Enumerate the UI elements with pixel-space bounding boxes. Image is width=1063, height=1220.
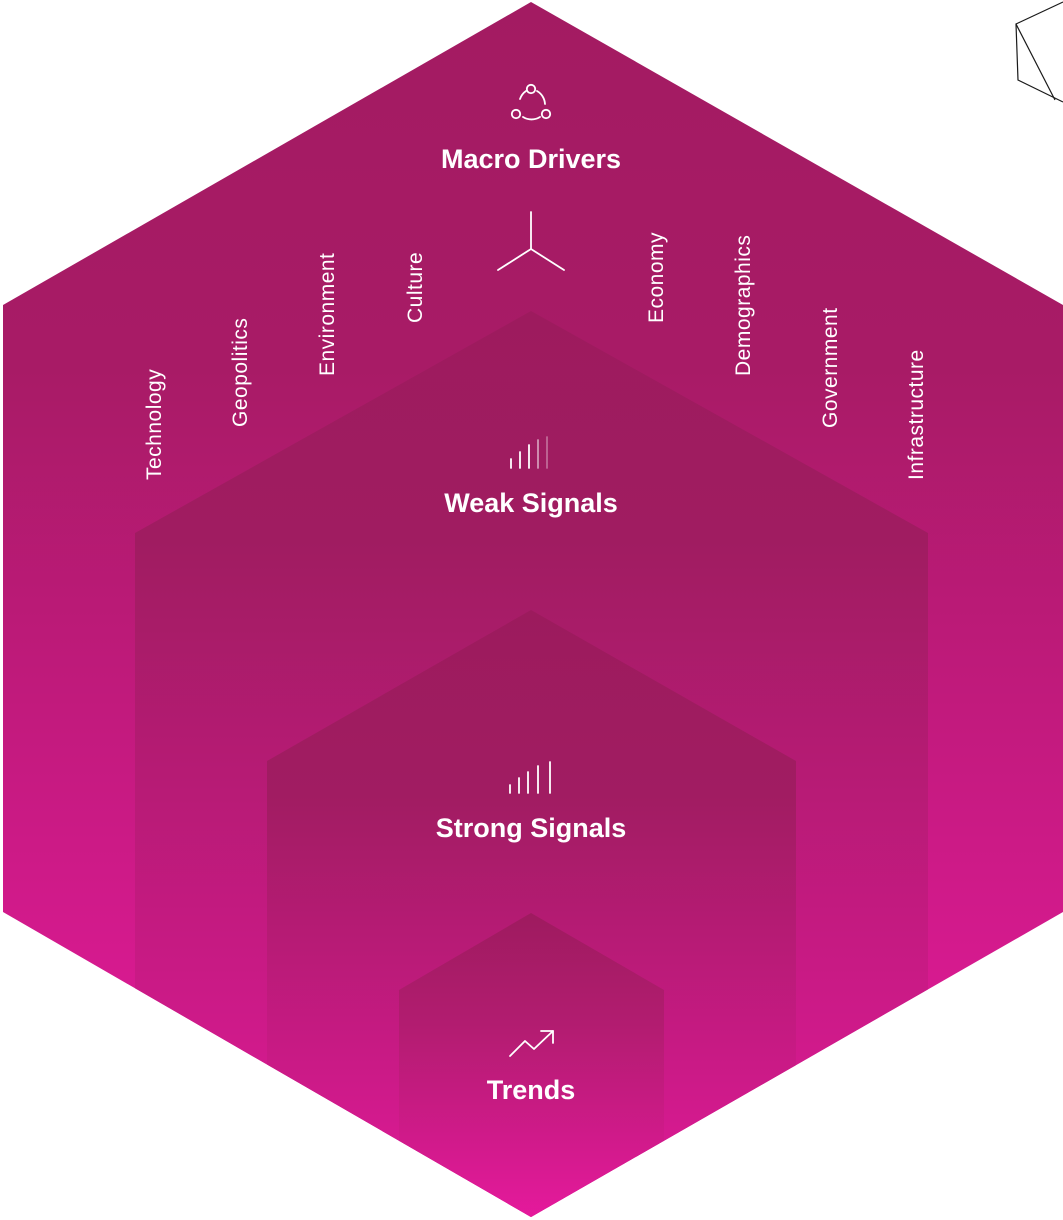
split-arrows-icon (497, 211, 565, 271)
weak-signals-title: Weak Signals (444, 488, 618, 518)
driver-culture: Culture (404, 252, 427, 323)
driver-technology: Technology (143, 369, 166, 480)
cycle-icon (510, 83, 552, 121)
driver-infrastructure: Infrastructure (905, 349, 928, 480)
macro-drivers-title: Macro Drivers (441, 144, 621, 174)
driver-geopolitics: Geopolitics (229, 318, 252, 427)
driver-demographics: Demographics (732, 235, 755, 376)
macro-driver-labels: Technology Geopolitics Environment Cultu… (143, 232, 928, 480)
trending-up-icon (509, 1030, 554, 1057)
trends-title: Trends (487, 1075, 576, 1105)
driver-economy: Economy (645, 232, 668, 323)
weak-signal-bars-icon (510, 436, 548, 469)
driver-government: Government (819, 307, 842, 428)
strong-signals-title: Strong Signals (436, 813, 627, 843)
trends-layer (399, 913, 664, 1217)
driver-environment: Environment (316, 253, 339, 376)
cube-outline-icon (1015, 1, 1063, 103)
strong-signal-bars-icon (509, 761, 551, 794)
